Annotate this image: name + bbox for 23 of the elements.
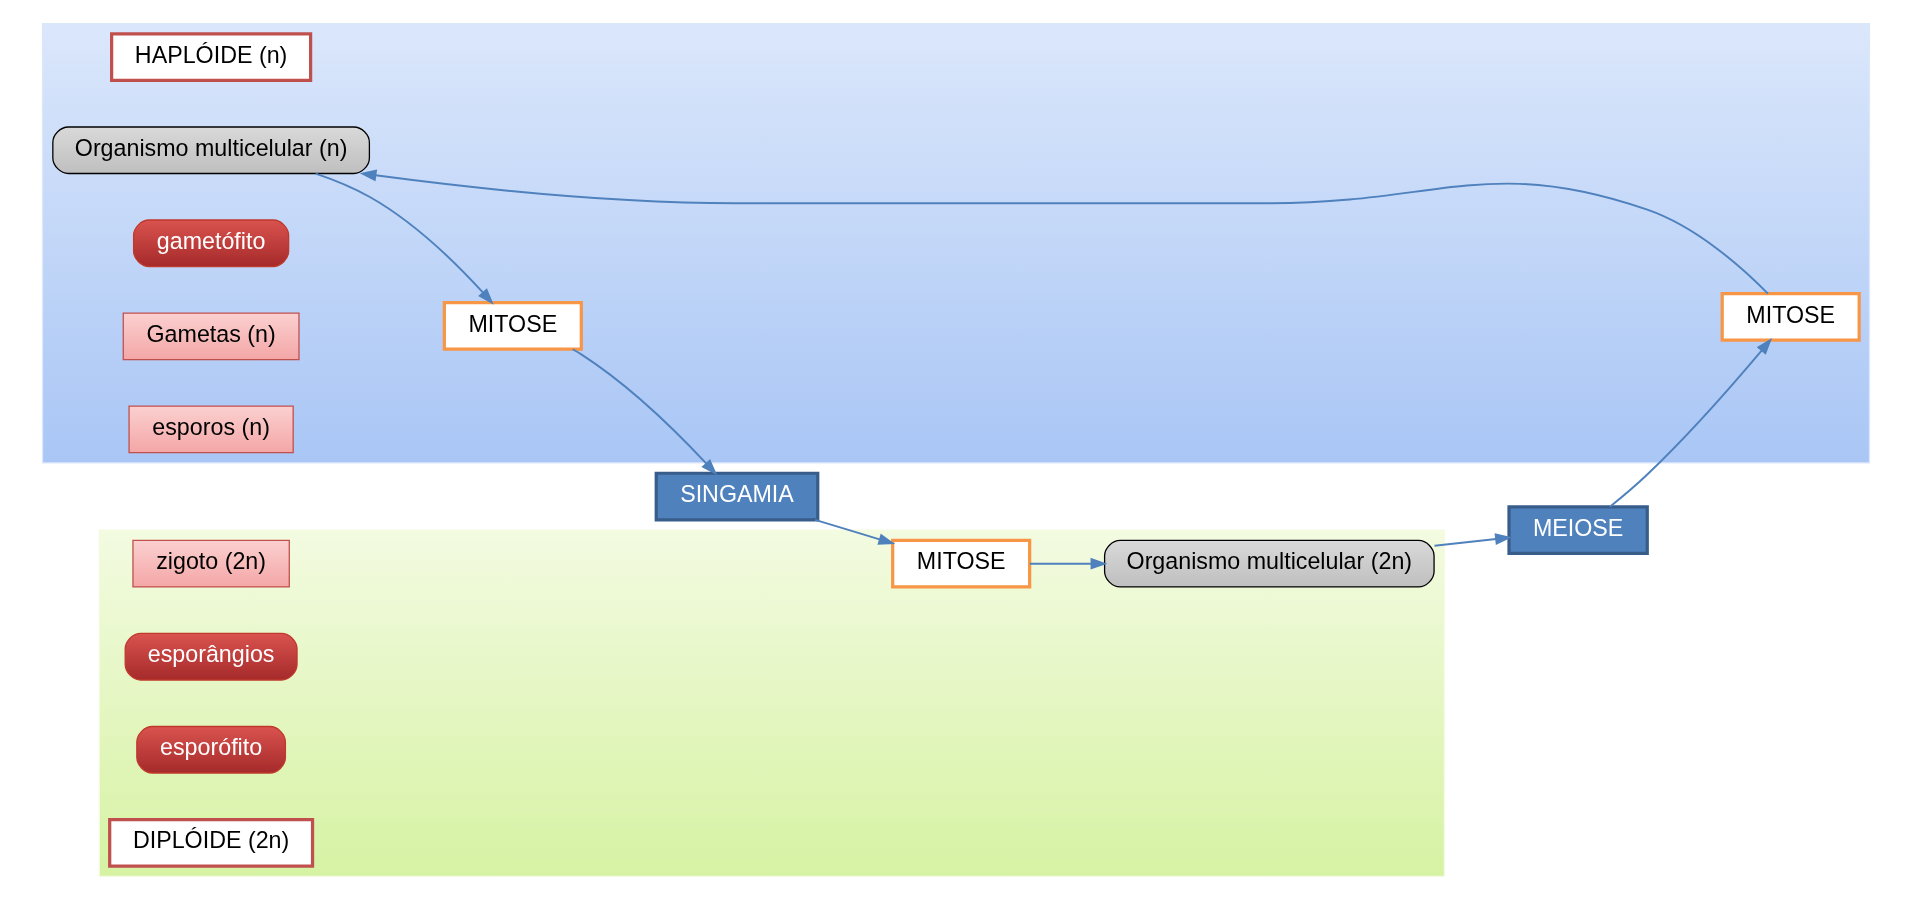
node-box: esporófito <box>135 725 286 774</box>
node-box: Organismo multicelular (n) <box>51 126 370 175</box>
node-box: Organismo multicelular (2n) <box>1103 539 1435 588</box>
node-box: SINGAMIA <box>654 471 819 522</box>
arrow <box>1433 533 1512 547</box>
arrow <box>359 169 1769 295</box>
arrow <box>1028 557 1107 570</box>
arrow <box>571 348 717 476</box>
cluster <box>98 529 1445 878</box>
arrow <box>813 518 895 545</box>
node-box: zigoto (2n) <box>131 539 290 588</box>
node-box: MITOSE <box>1720 292 1861 342</box>
node-box: gametófito <box>132 219 289 268</box>
node-box: MITOSE <box>890 538 1031 589</box>
arrow <box>314 172 494 305</box>
node-box: esporângios <box>124 632 298 681</box>
node-box: esporos (n) <box>127 405 294 454</box>
arrow <box>1608 338 1772 508</box>
node-box: MITOSE <box>442 301 583 351</box>
node-box: MEIOSE <box>1506 505 1649 555</box>
node-box: DIPLÓIDE (2n) <box>107 817 314 868</box>
node-box: HAPLÓIDE (n) <box>109 32 312 83</box>
node-box: Gametas (n) <box>122 312 300 361</box>
